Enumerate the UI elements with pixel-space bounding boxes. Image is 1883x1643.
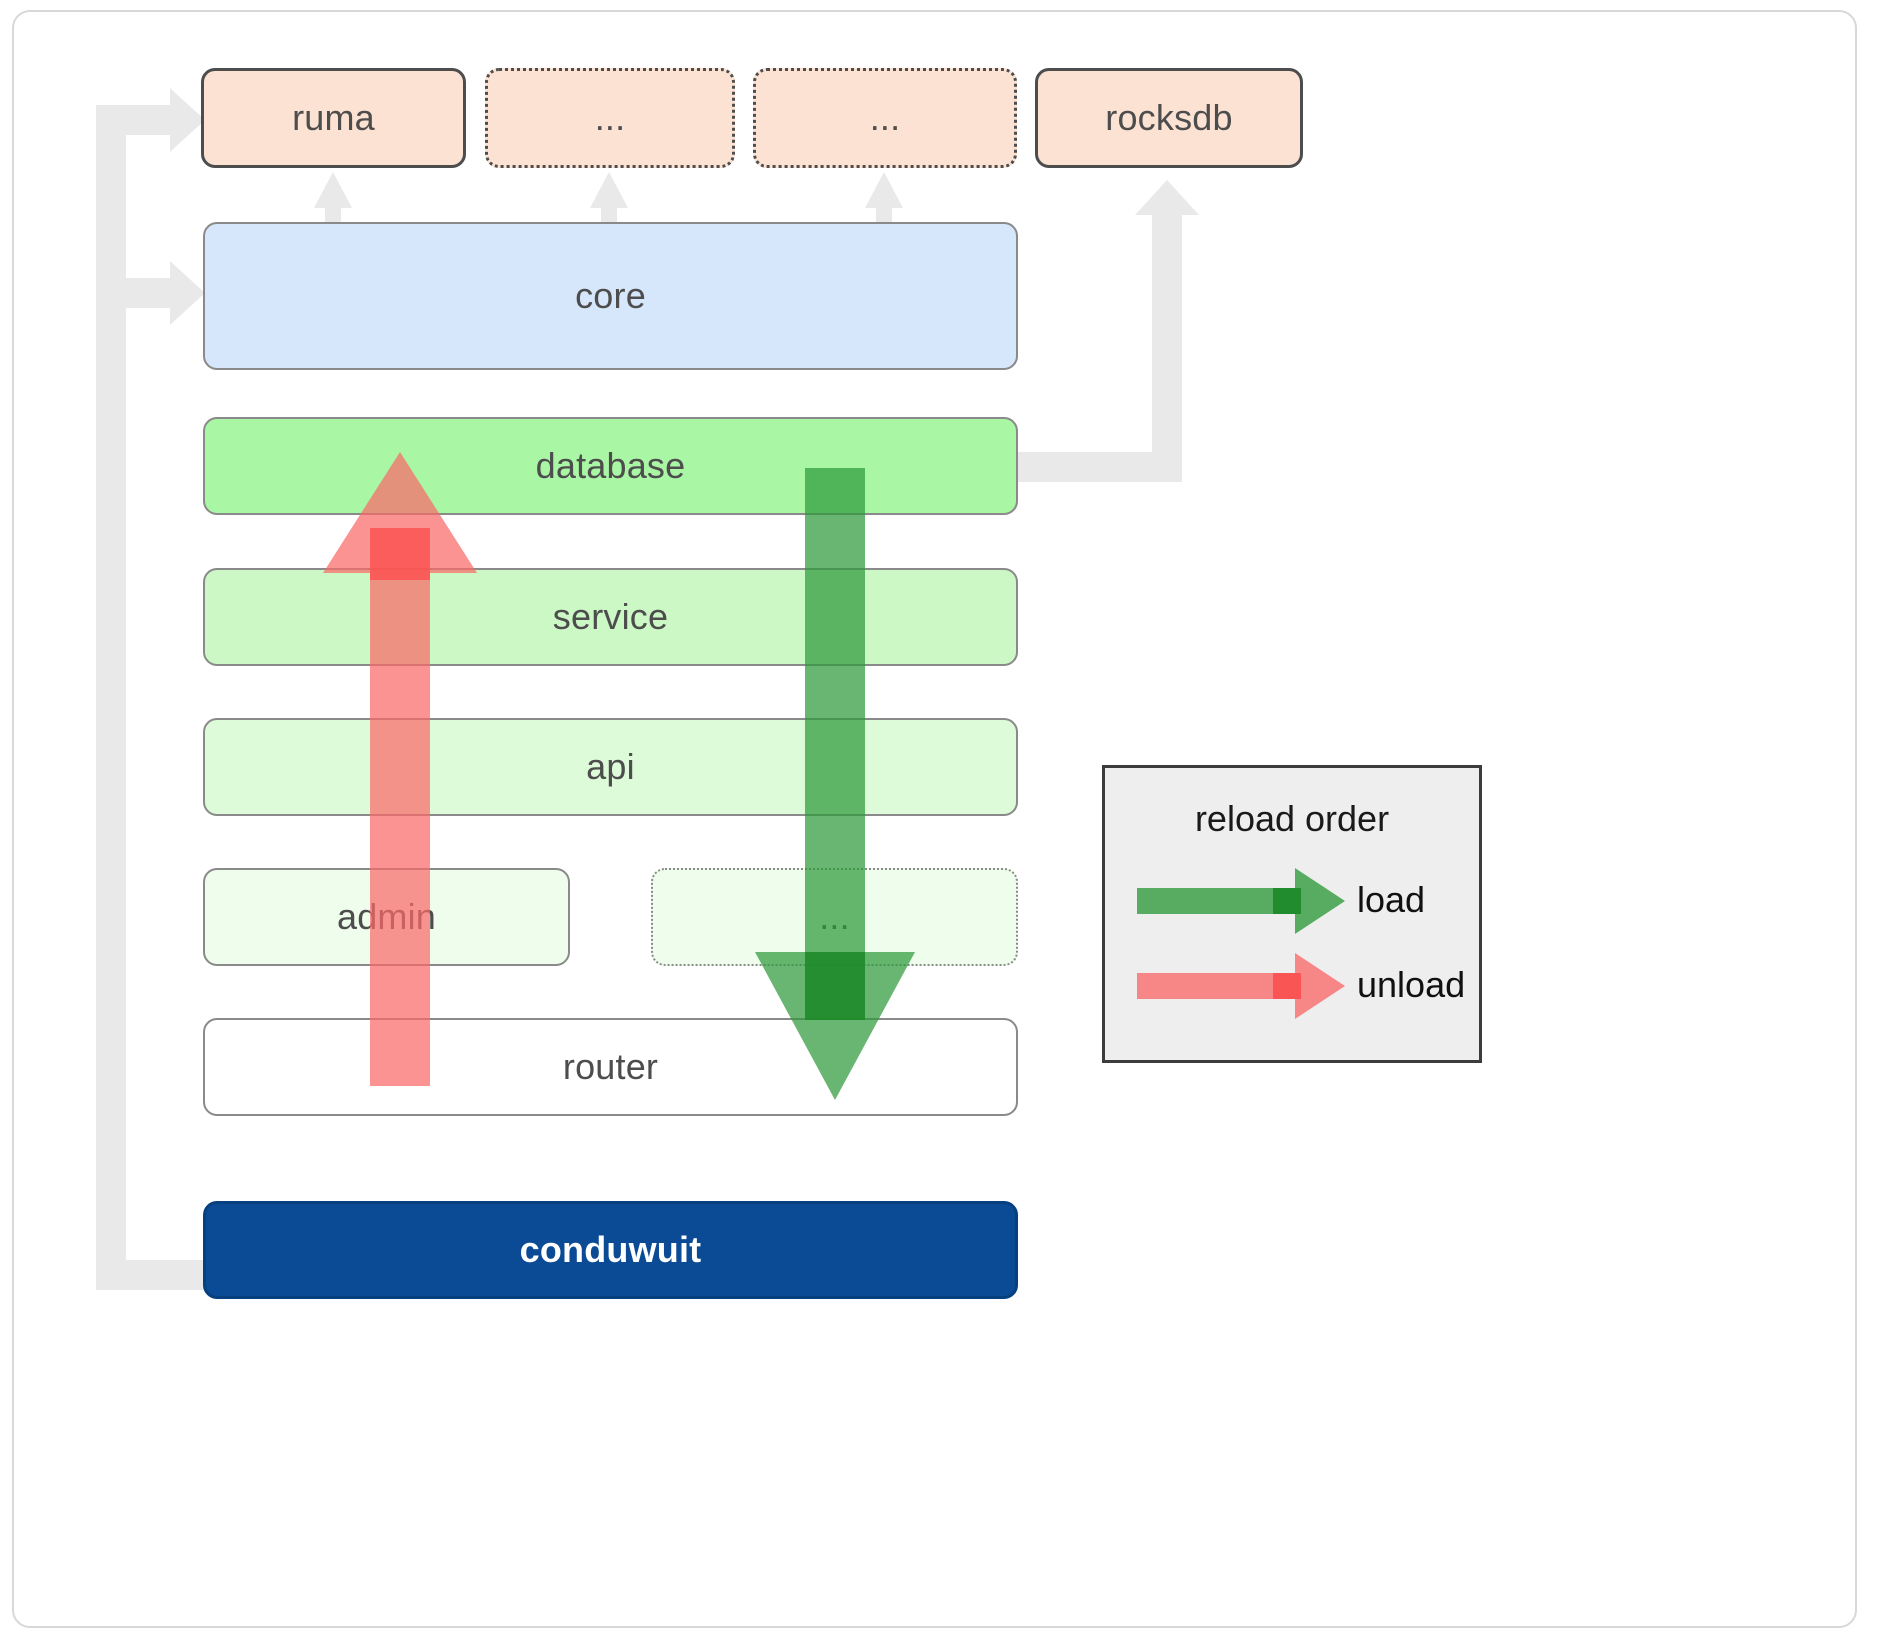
connector-to-ruma: [96, 88, 205, 152]
connector-database-to-rocksdb: [1018, 180, 1199, 482]
legend: reload order load unload: [1102, 765, 1482, 1063]
legend-label-load: load: [1357, 879, 1426, 920]
legend-title: reload order: [1194, 798, 1390, 839]
layer-router[interactable]: router: [203, 1018, 1018, 1116]
connector-to-core: [126, 261, 205, 325]
connector-left-trunk: [96, 105, 126, 1290]
load-arrow: [755, 468, 915, 1100]
legend-load-arrow: [1137, 868, 1345, 934]
legend-unload-arrow: [1137, 953, 1345, 1019]
arrow-core-to-ruma: [314, 172, 352, 228]
unload-arrow: [323, 452, 477, 1086]
package-dots-2[interactable]: ...: [753, 68, 1017, 168]
arrow-core-to-dots-1: [590, 172, 628, 228]
arrow-core-to-dots-2: [865, 172, 903, 228]
legend-label-unload: unload: [1357, 964, 1466, 1005]
legend-arrow-swatches: [1137, 868, 1345, 1019]
layer-api[interactable]: api: [203, 718, 1018, 816]
connector-conduwuit-stub: [96, 1260, 205, 1290]
unload-arrow-notch: [370, 528, 430, 580]
layer-database[interactable]: database: [203, 417, 1018, 515]
load-arrow-notch: [805, 952, 865, 1020]
